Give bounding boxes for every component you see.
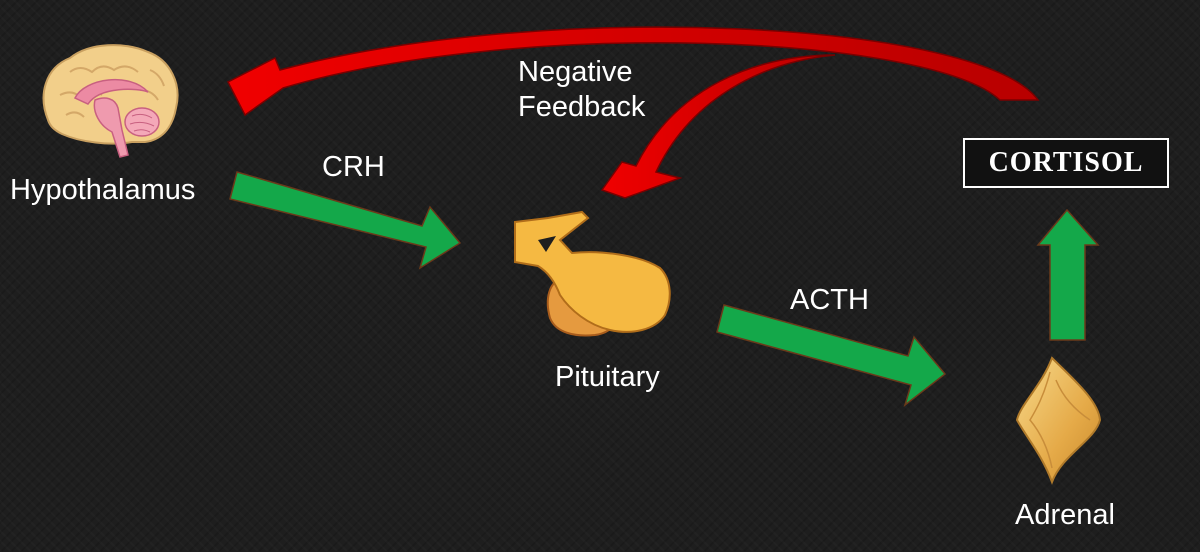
cortisol-label: CORTISOL xyxy=(988,147,1144,178)
cortisol-box: CORTISOL xyxy=(963,138,1169,188)
pituitary-gland-icon xyxy=(514,210,671,337)
adrenal-gland-icon xyxy=(1015,356,1102,485)
brain-icon xyxy=(42,44,179,158)
negative-feedback-line2: Feedback xyxy=(518,90,646,123)
negative-feedback-label: Negative Feedback xyxy=(518,55,645,125)
feedback-arrow-to-hypothalamus xyxy=(226,26,1040,117)
hypothalamus-label: Hypothalamus xyxy=(10,174,196,206)
acth-label: ACTH xyxy=(790,284,869,316)
negative-feedback-line1: Negative xyxy=(518,56,633,88)
cortisol-up-arrow xyxy=(1036,208,1100,341)
pituitary-label: Pituitary xyxy=(555,361,660,393)
adrenal-label: Adrenal xyxy=(1015,499,1115,531)
acth-arrow xyxy=(716,304,947,408)
crh-label: CRH xyxy=(322,151,385,183)
crh-arrow xyxy=(229,171,462,270)
feedback-arrow-to-pituitary xyxy=(600,54,836,199)
